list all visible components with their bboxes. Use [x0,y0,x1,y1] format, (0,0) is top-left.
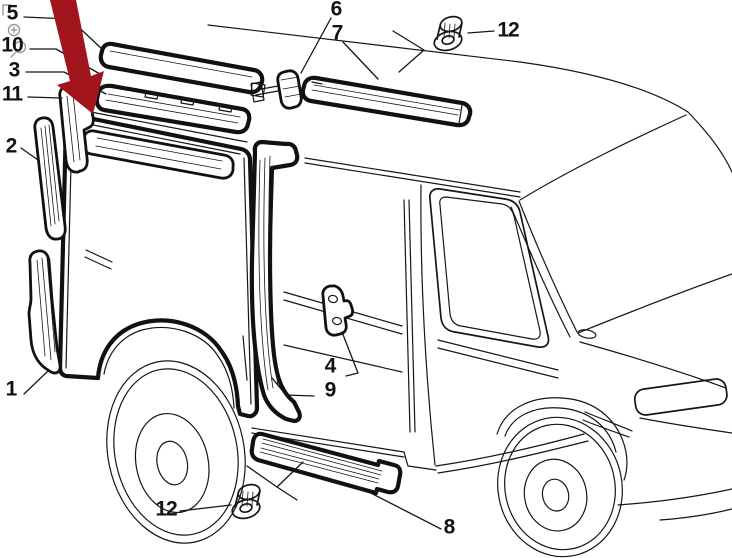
callout-3[interactable]: 3 [8,58,21,82]
highlight-arrow [50,0,104,114]
callout-11[interactable]: 11 [1,82,23,106]
headlight [633,378,728,416]
callout-12[interactable]: 12 [155,497,177,521]
rear-wheel [106,360,246,544]
part-strip-2 [33,116,67,241]
front-wheel [497,416,623,558]
cab-door-window [429,188,550,348]
part-bracket-4 [321,284,354,337]
page-corner-icon[interactable] [2,4,12,16]
rivet-nut-top [433,15,463,52]
callout-10[interactable]: 10 [1,33,23,57]
callout-9[interactable]: 9 [324,378,337,402]
callout-1[interactable]: 1 [5,377,18,401]
callout-8[interactable]: 8 [443,515,456,539]
zoom-in-icon[interactable] [7,23,21,37]
callout-7[interactable]: 7 [331,21,344,45]
callout-5[interactable]: 5 [6,1,19,25]
callout-4[interactable]: 4 [324,354,337,378]
part-strip-1 [27,249,62,375]
callout-12[interactable]: 12 [497,18,519,42]
chevron-pointer-bottom [246,461,304,501]
van-body-outline [69,24,732,558]
part-clip-6 [250,69,303,110]
callout-2[interactable]: 2 [5,134,18,158]
callout-6[interactable]: 6 [330,0,343,21]
magnifier-icon[interactable] [10,40,27,58]
rivet-nut-bottom [231,483,261,520]
part-quarter-panel [57,112,260,419]
part-pillar-9 [249,139,302,424]
part-sill-strip-8 [249,431,403,496]
part-strip-7 [300,75,473,128]
door-handle [577,329,597,339]
chevron-pointer-top [392,30,425,73]
